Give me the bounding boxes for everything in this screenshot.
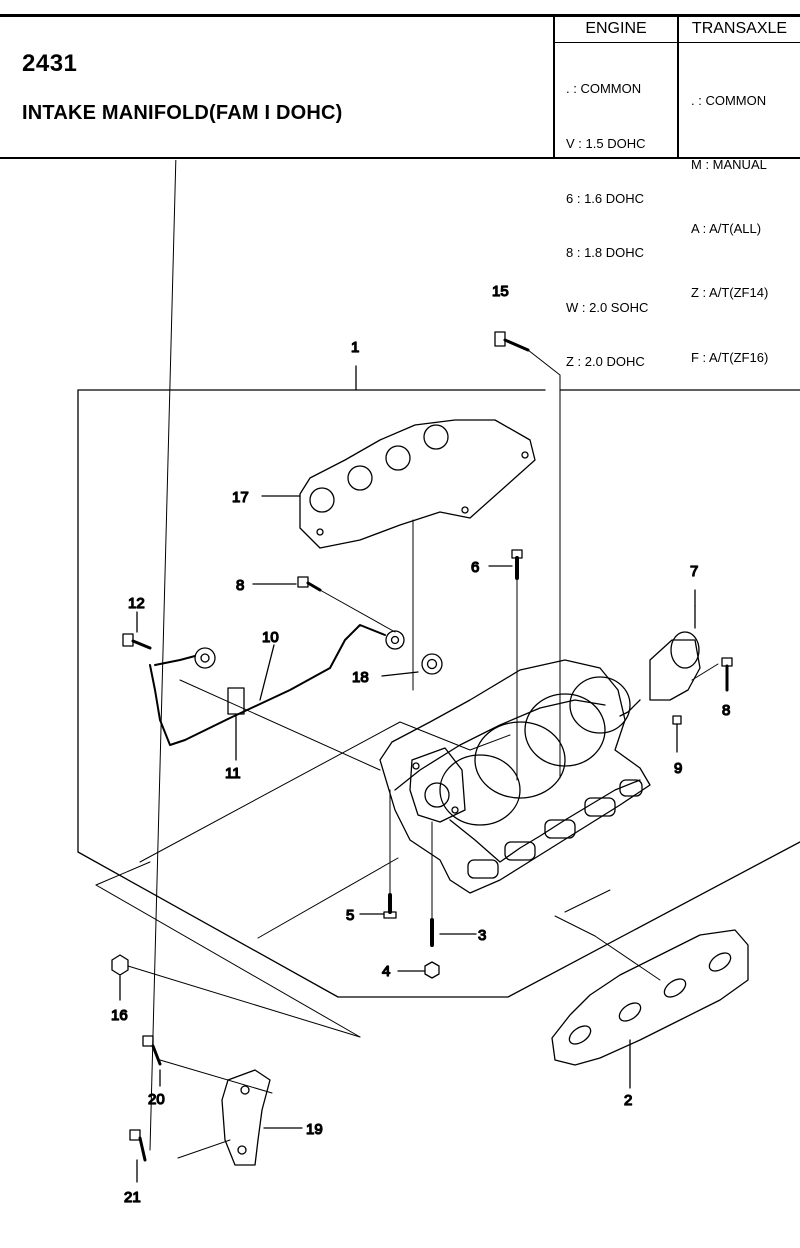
callout-4: 4 — [382, 963, 390, 980]
alignment-line-8-right — [691, 663, 719, 681]
bolt-8-right — [721, 657, 733, 692]
bolt-8-left — [297, 576, 322, 592]
alignment-line-pipe — [179, 679, 381, 771]
engine-code-row: 6 : 1.6 DOHC — [566, 190, 645, 206]
callout-17: 17 — [232, 489, 249, 506]
bracket-11 — [227, 687, 245, 715]
nut-4 — [424, 961, 440, 979]
callout-18: 18 — [352, 669, 369, 686]
bolt-21 — [129, 1129, 147, 1162]
engine-code-row: W : 2.0 SOHC — [566, 299, 649, 315]
page-title: INTAKE MANIFOLD(FAM I DOHC) — [22, 102, 343, 124]
callout-3: 3 — [478, 927, 486, 944]
callout-8-right: 8 — [722, 702, 730, 719]
engine-code-list: . : COMMON V : 1.5 DOHC 6 : 1.6 DOHC 8 :… — [566, 44, 648, 408]
bolt-12 — [122, 633, 152, 650]
callout-7: 7 — [690, 563, 698, 580]
callout-21: 21 — [124, 1189, 141, 1206]
callout-19: 19 — [306, 1121, 323, 1138]
assembly-boundary — [77, 389, 800, 998]
callout-12: 12 — [128, 595, 145, 612]
transaxle-code-row: A : A/T(ALL) — [691, 221, 762, 237]
callout-1: 1 — [351, 339, 359, 356]
callout-2: 2 — [624, 1092, 632, 1109]
alignment-line-21 — [149, 160, 177, 1151]
callout-6: 6 — [471, 559, 479, 576]
header-bottom-rule — [0, 157, 800, 159]
throttle-body — [409, 747, 466, 823]
table-heading-rule — [553, 42, 800, 43]
alignment-line-15 — [527, 349, 561, 779]
bolt-5 — [383, 893, 397, 919]
engine-code-row: . : COMMON — [566, 81, 642, 97]
header-top-rule — [0, 14, 800, 17]
clip-9 — [672, 715, 682, 725]
engine-heading: ENGINE — [585, 20, 647, 37]
callout-15: 15 — [492, 283, 509, 300]
callout-20: 20 — [148, 1091, 165, 1108]
intake-manifold-body — [379, 659, 651, 894]
alignment-line-20 — [159, 1059, 273, 1094]
vacuum-pipe-10 — [149, 624, 386, 746]
transaxle-code-row: F : A/T(ZF16) — [691, 349, 769, 365]
transaxle-code-row: . : COMMON — [691, 92, 767, 108]
leader-18 — [381, 671, 419, 677]
engine-code-row: 8 : 1.8 DOHC — [566, 245, 645, 261]
engine-code-row: V : 1.5 DOHC — [566, 136, 646, 151]
table-divider-left — [553, 16, 555, 158]
leader-10 — [259, 644, 275, 701]
alignment-line-16 — [127, 965, 361, 1038]
callout-10: 10 — [262, 629, 279, 646]
transaxle-code-list: . : COMMON M : MANUAL A : A/T(ALL) Z : A… — [691, 47, 768, 411]
callout-9: 9 — [674, 760, 682, 777]
transaxle-code-row: M : MANUAL — [691, 157, 767, 173]
nut-16 — [111, 954, 129, 976]
transaxle-code-row: Z : A/T(ZF14) — [691, 285, 769, 301]
table-divider-middle — [677, 16, 679, 158]
manifold-gasket-17 — [299, 419, 536, 549]
transaxle-heading: TRANSAXLE — [691, 20, 788, 37]
actuator-7 — [619, 605, 701, 717]
engine-code-row: Z : 2.0 DOHC — [566, 354, 645, 370]
pipe-flange — [194, 647, 216, 669]
bolt-20 — [142, 1035, 162, 1066]
manifold-gasket-2 — [551, 929, 749, 1066]
intake-manifold-exploded-diagram: 1 2 3 4 5 6 7 8 8 9 10 11 12 15 16 17 18… — [77, 160, 800, 1207]
bracket-19 — [221, 1069, 271, 1166]
callout-16: 16 — [111, 1007, 128, 1024]
bolt-15 — [494, 331, 530, 352]
pipe-flange-right — [385, 630, 405, 650]
gasket-18 — [421, 653, 443, 675]
callout-11: 11 — [225, 765, 241, 782]
bolt-6 — [511, 549, 523, 580]
callout-8-left: 8 — [236, 577, 244, 594]
part-group-code: 2431 — [22, 50, 78, 77]
callout-5: 5 — [346, 907, 354, 924]
alignment-line-8-left — [319, 589, 396, 633]
ground-plane-guides — [95, 721, 661, 1038]
